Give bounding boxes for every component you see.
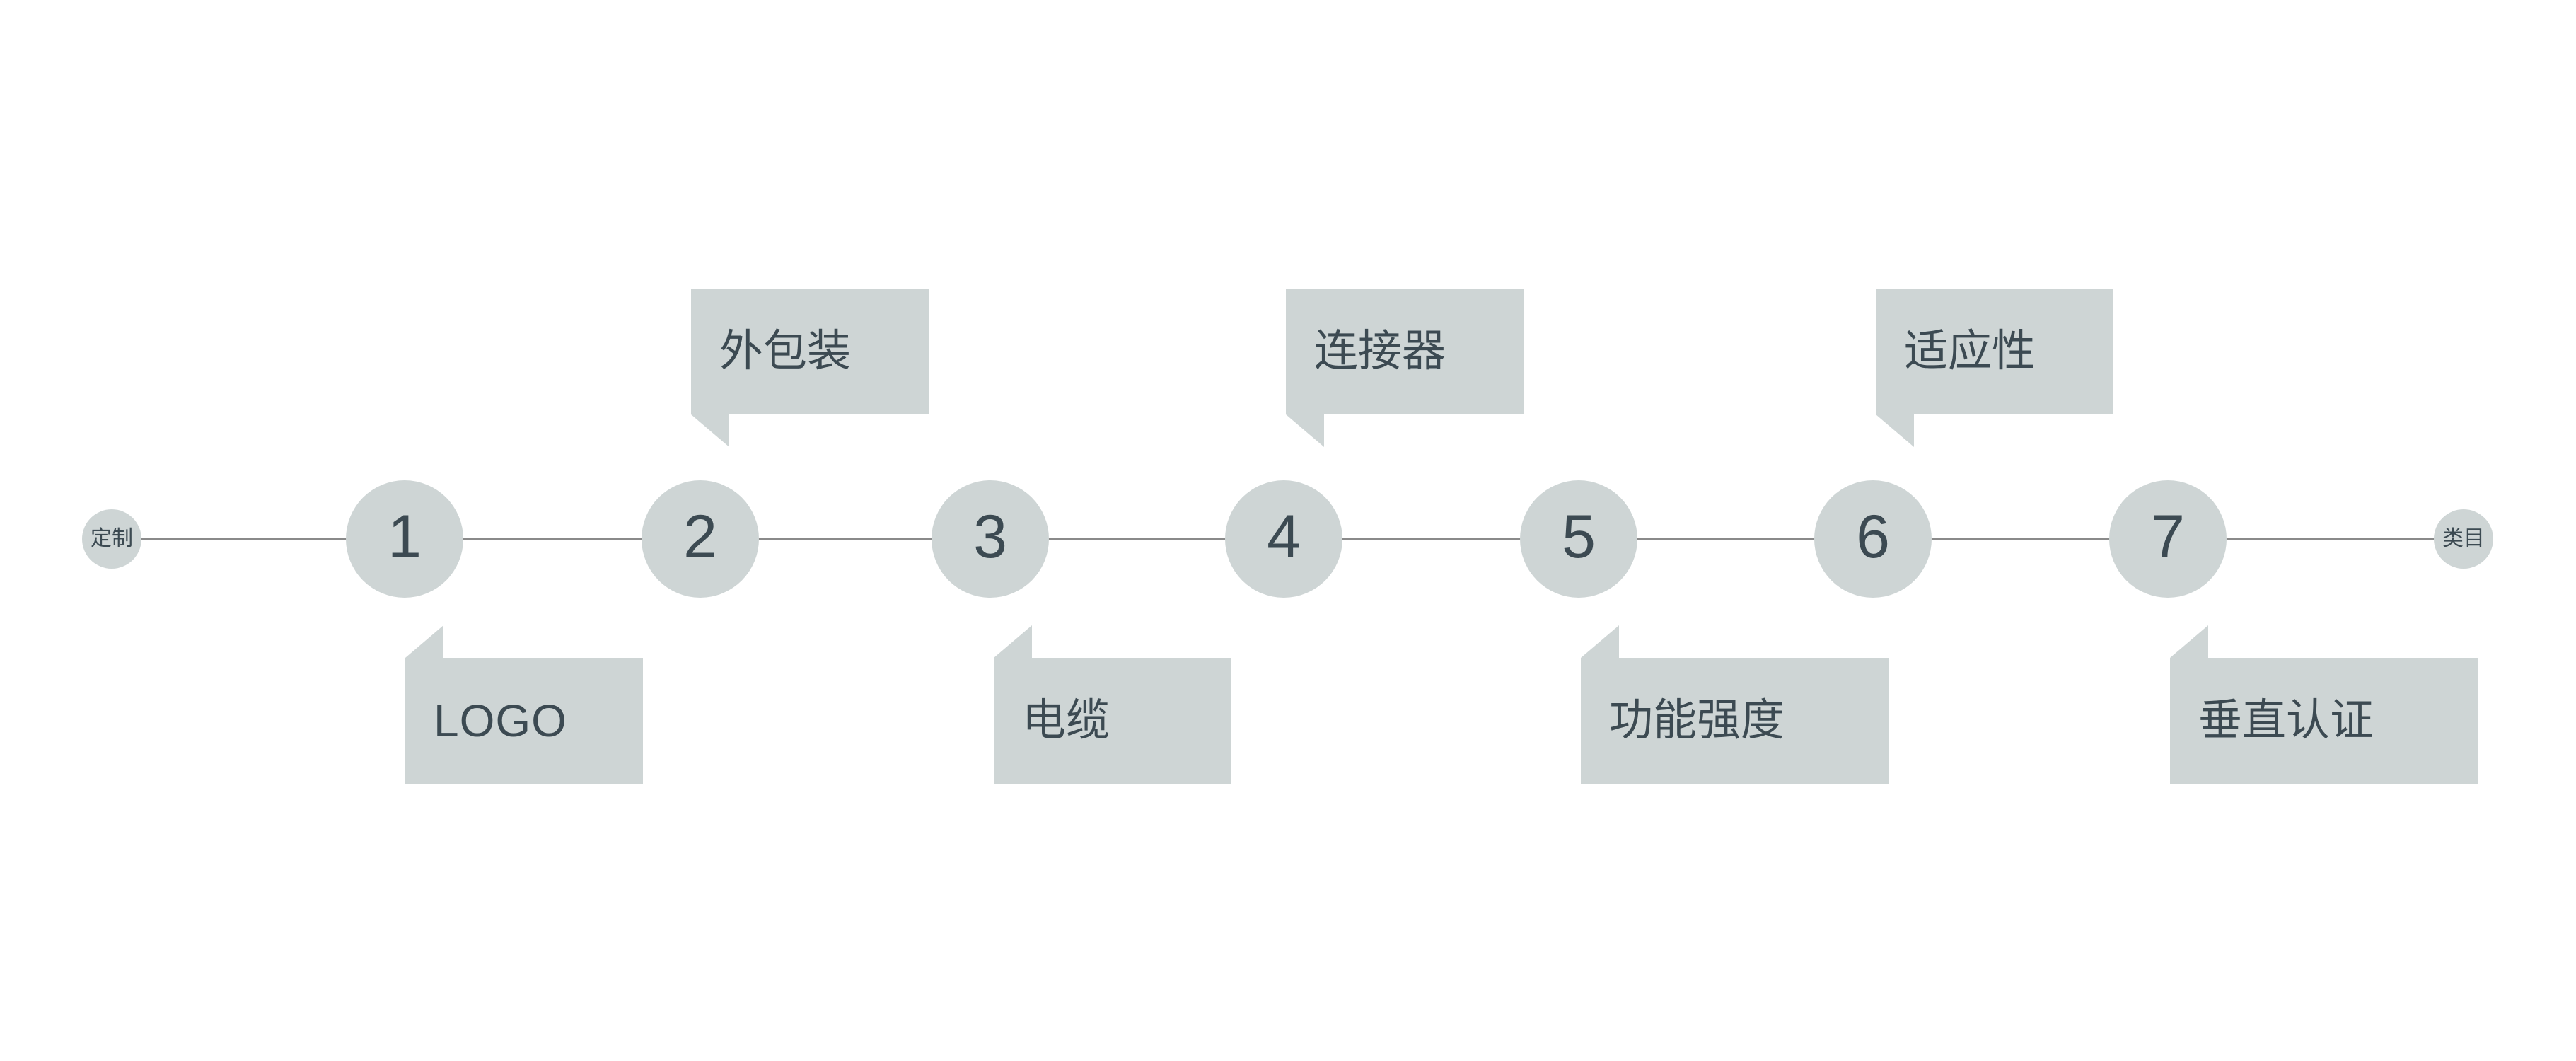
timeline-step-3-label: 3 bbox=[973, 503, 1007, 571]
callout-tail-vertical-certification-icon bbox=[2170, 625, 2208, 658]
callout-tail-outer-packaging-icon bbox=[691, 414, 729, 447]
timeline-step-7-label: 7 bbox=[2151, 503, 2185, 571]
timeline-start-cap[interactable]: 定制 bbox=[82, 509, 141, 569]
callout-below-logo[interactable]: LOGO bbox=[405, 658, 643, 784]
callout-above-outer-packaging[interactable]: 外包装 bbox=[691, 289, 929, 414]
callout-tail-adaptability-icon bbox=[1876, 414, 1914, 447]
timeline-start-cap-label: 定制 bbox=[91, 527, 133, 550]
callout-below-cable-label: 电缆 bbox=[1022, 696, 1110, 745]
callout-below-vertical-certification-label: 垂直认证 bbox=[2198, 696, 2374, 745]
callout-below-vertical-certification[interactable]: 垂直认证 bbox=[2170, 658, 2478, 784]
timeline-step-1-label: 1 bbox=[388, 503, 422, 571]
callout-above-adaptability[interactable]: 适应性 bbox=[1876, 289, 2113, 414]
callout-below-function-strength[interactable]: 功能强度 bbox=[1581, 658, 1889, 784]
timeline-step-6-label: 6 bbox=[1856, 503, 1890, 571]
timeline-end-cap-label: 类目 bbox=[2442, 527, 2485, 550]
timeline-step-1[interactable]: 1 bbox=[346, 480, 463, 598]
callout-tail-logo-icon bbox=[405, 625, 443, 658]
timeline-step-6[interactable]: 6 bbox=[1814, 480, 1932, 598]
timeline-step-5[interactable]: 5 bbox=[1520, 480, 1637, 598]
timeline-end-cap[interactable]: 类目 bbox=[2434, 509, 2493, 569]
callout-below-function-strength-label: 功能强度 bbox=[1609, 696, 1785, 745]
timeline-step-4[interactable]: 4 bbox=[1225, 480, 1342, 598]
timeline-step-5-label: 5 bbox=[1562, 503, 1596, 571]
callout-tail-cable-icon bbox=[994, 625, 1032, 658]
timeline-step-7[interactable]: 7 bbox=[2109, 480, 2227, 598]
callout-above-connector-label: 连接器 bbox=[1314, 327, 1446, 376]
callout-above-connector[interactable]: 连接器 bbox=[1286, 289, 1524, 414]
timeline-step-3[interactable]: 3 bbox=[932, 480, 1049, 598]
callout-above-outer-packaging-label: 外包装 bbox=[719, 327, 852, 376]
callout-tail-function-strength-icon bbox=[1581, 625, 1619, 658]
timeline-step-2-label: 2 bbox=[683, 503, 717, 571]
callout-below-logo-label: LOGO bbox=[434, 695, 567, 746]
callout-above-adaptability-label: 适应性 bbox=[1904, 327, 2036, 376]
callout-below-cable[interactable]: 电缆 bbox=[994, 658, 1231, 784]
callout-tail-connector-icon bbox=[1286, 414, 1324, 447]
timeline-step-2[interactable]: 2 bbox=[642, 480, 759, 598]
timeline-step-4-label: 4 bbox=[1267, 503, 1301, 571]
